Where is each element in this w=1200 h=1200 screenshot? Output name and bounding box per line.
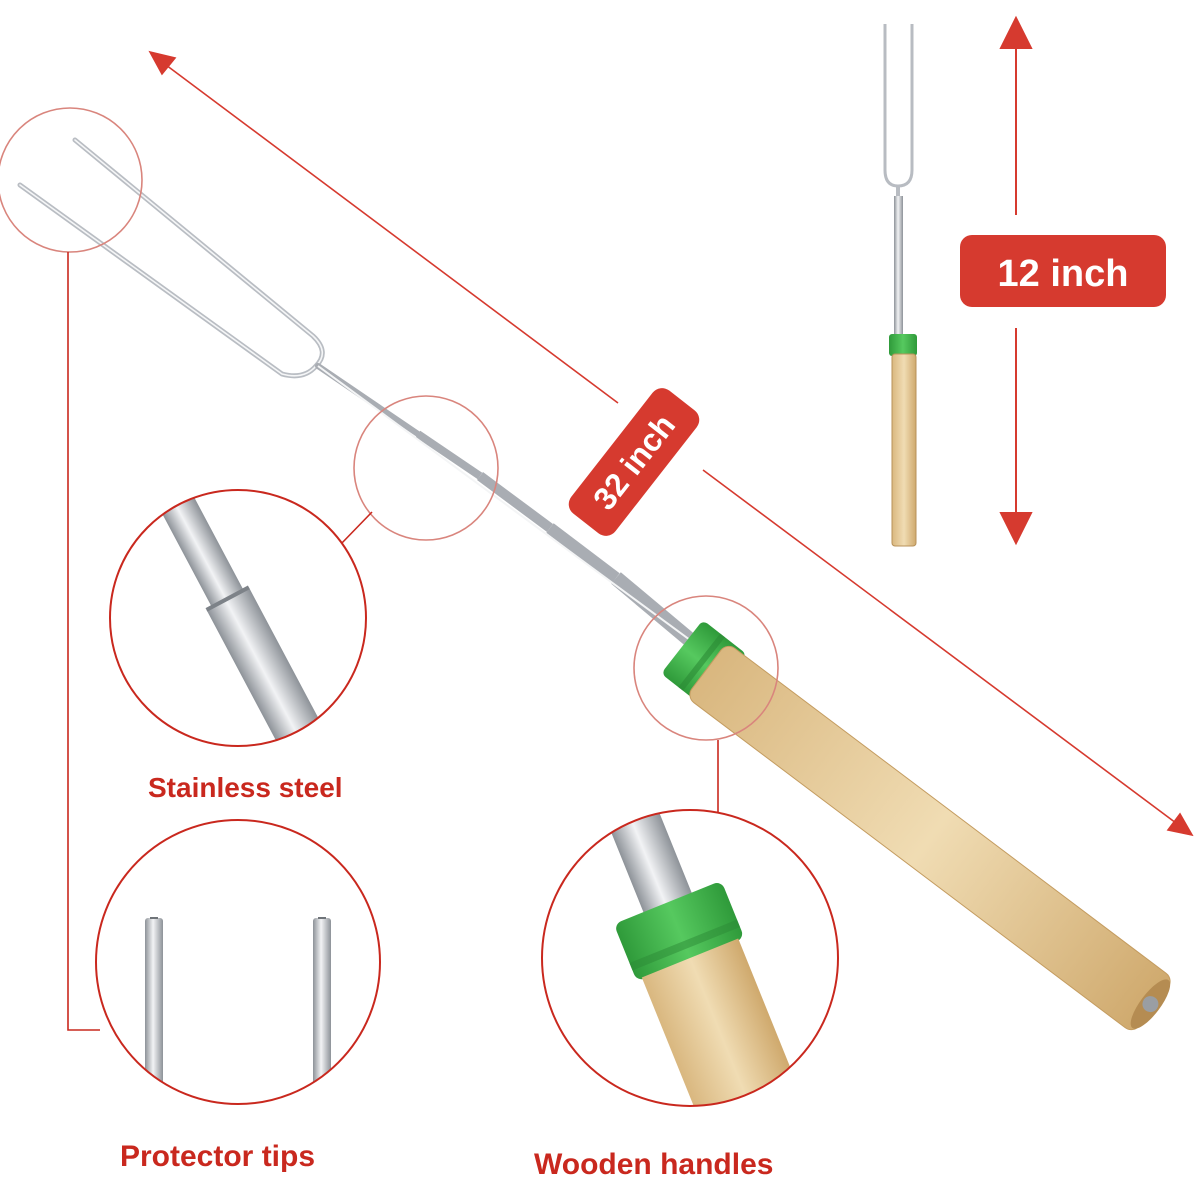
extended-fork (17, 137, 1171, 1031)
caption-protector-tips: Protector tips (120, 1140, 316, 1173)
length-badge-collapsed: 12 inch (960, 235, 1166, 307)
length-arrow-collapsed (999, 15, 1033, 546)
detail-protector-tips (95, 819, 381, 1105)
caption-stainless-steel: Stainless steel (148, 772, 343, 803)
detail-wooden-handles (541, 809, 839, 1107)
callout-circle-tips (0, 107, 143, 253)
callout-circle-handle (633, 595, 779, 741)
length-badge-collapsed-text: 12 inch (998, 253, 1129, 295)
caption-wooden-handles: Wooden handles (534, 1148, 774, 1181)
detail-stainless-steel (109, 489, 367, 747)
callout-connectors (67, 252, 719, 1031)
callout-circle-rod (353, 395, 499, 541)
collapsed-fork (883, 24, 917, 547)
length-arrow-extended (148, 50, 1194, 837)
length-badge-extended: 32 inch (568, 388, 700, 536)
